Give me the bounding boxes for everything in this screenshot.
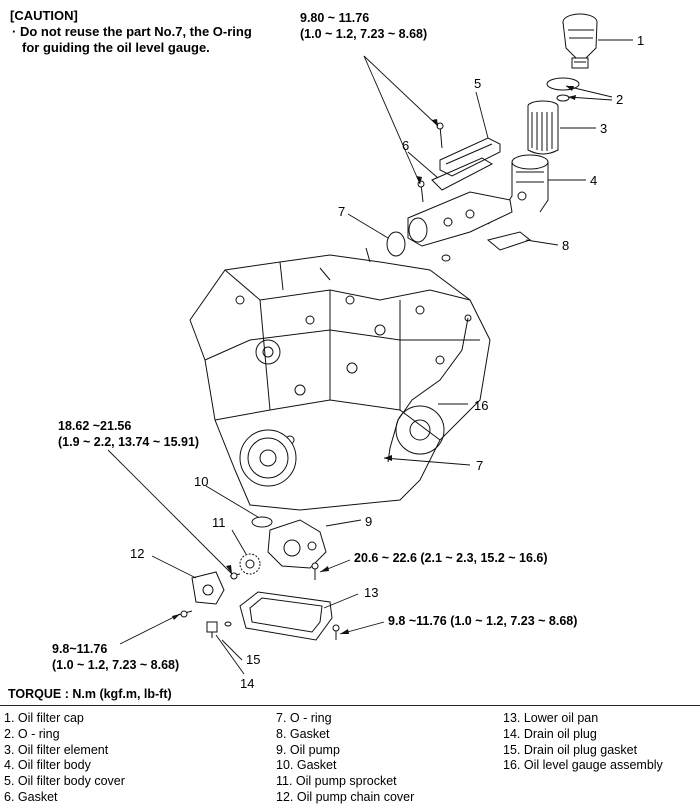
legend-item: 13. Lower oil pan — [503, 711, 599, 725]
legend-item: 16. Oil level gauge assembly — [503, 758, 663, 773]
divider — [0, 705, 700, 706]
torque-conversion: (1.0 ~ 1.2, 7.23 ~ 8.68) — [300, 27, 428, 41]
callout-3: 3 — [600, 121, 607, 136]
legend-item: 3. Oil filter element — [4, 742, 109, 757]
callout-9: 9 — [365, 514, 372, 529]
callout-8: 8 — [562, 238, 569, 253]
torque-drain-plug: 9.8~11.76 (1.0 ~ 1.2, 7.23 ~ 8.68) — [52, 641, 179, 673]
torque-filter-cover-bolts: 9.80 ~ 11.76 (1.0 ~ 1.2, 7.23 ~ 8.68) — [300, 10, 427, 42]
arrow-heads — [172, 86, 576, 634]
legend-item: 9. Oil pump — [276, 742, 340, 757]
bolt-part-chain-cover — [229, 572, 241, 580]
oil-pump-chain-cover-part — [191, 571, 225, 605]
callout-2: 2 — [616, 92, 623, 107]
bolt-part-oil-pan — [332, 624, 340, 640]
caution-line-2: for guiding the oil level gauge. — [22, 40, 210, 55]
torque-conversion: (1.9 ~ 2.2, 13.74 ~ 15.91) — [58, 435, 200, 449]
callout-12: 12 — [130, 546, 144, 561]
legend-item: 2. O - ring — [4, 726, 60, 741]
torque-value: 9.80 ~ 11.76 — [300, 11, 370, 25]
legend-column-3: 13. Lower oil pan 14. Drain oil plug 15.… — [503, 711, 663, 774]
torque-value: 9.8~11.76 — [52, 642, 108, 656]
callout-7b: 7 — [476, 458, 483, 473]
torque-value: 18.62 ~21.56 — [58, 419, 132, 433]
oil-housing-part — [407, 191, 513, 247]
torque-chain-cover-bolts: 18.62 ~21.56 (1.9 ~ 2.2, 13.74 ~ 15.91) — [58, 418, 199, 450]
bolt-part-upper — [436, 122, 444, 149]
callout-11: 11 — [212, 515, 226, 530]
oil-filter-body-cover-part — [439, 137, 501, 177]
legend-item: 10. Gasket — [276, 758, 337, 773]
callout-15: 15 — [246, 652, 260, 667]
drain-oil-plug-part — [206, 621, 218, 638]
legend-column-2: 7. O - ring 8. Gasket 9. Oil pump 10. Ga… — [276, 711, 414, 806]
callout-14: 14 — [240, 676, 254, 691]
callout-4: 4 — [590, 173, 597, 188]
legend-item: 7. O - ring — [276, 711, 332, 725]
crankshaft-pulley — [239, 429, 297, 487]
o-ring-part-lower — [556, 94, 570, 102]
callout-13: 13 — [364, 585, 378, 600]
callout-7a: 7 — [338, 204, 345, 219]
legend-item: 6. Gasket — [4, 789, 58, 804]
legend-item: 12. Oil pump chain cover — [276, 789, 415, 804]
legend-item: 5. Oil filter body cover — [4, 774, 125, 789]
oil-system-exploded-diagram: 1 2 3 4 5 6 7 8 16 7 10 11 9 12 13 15 14 — [107, 13, 644, 691]
bolt-part-pump — [311, 562, 319, 580]
o-ring-part-upper — [546, 77, 580, 91]
o-ring-part-7 — [386, 231, 406, 257]
oil-level-gauge-part — [387, 317, 469, 463]
drain-plug-gasket-part — [224, 621, 232, 627]
caution-note: [CAUTION] · Do not reuse the part No.7, … — [10, 8, 252, 56]
callout-5: 5 — [474, 76, 481, 91]
callout-16: 16 — [474, 398, 488, 413]
torque-conversion: (1.0 ~ 1.2, 7.23 ~ 8.68) — [52, 658, 180, 672]
torque-unit-label: TORQUE : N.m (kgf.m, lb-ft) — [8, 687, 172, 701]
oil-pump-part — [267, 519, 327, 569]
legend-item: 11. Oil pump sprocket — [276, 774, 397, 789]
legend-column-1: 1. Oil filter cap 2. O - ring 3. Oil fil… — [4, 711, 125, 806]
oil-filter-element-part — [527, 100, 559, 155]
bolt-part-mid — [417, 180, 425, 203]
torque-oil-pump-bolts: 20.6 ~ 22.6 (2.1 ~ 2.3, 15.2 ~ 16.6) — [354, 551, 548, 565]
callout-10: 10 — [194, 474, 208, 489]
leader-lines — [107, 39, 633, 675]
legend-item: 15. Drain oil plug gasket — [503, 742, 638, 757]
bolt-part-left — [177, 610, 193, 618]
engine-block — [189, 247, 491, 511]
legend-item: 4. Oil filter body — [4, 758, 91, 773]
caution-line-1: · Do not reuse the part No.7, the O-ring — [12, 24, 252, 39]
callout-1: 1 — [637, 33, 644, 48]
oil-pump-sprocket-part — [239, 553, 261, 575]
gasket-part-10 — [251, 516, 273, 528]
legend-item: 14. Drain oil plug — [503, 726, 597, 741]
gasket-part-8 — [486, 231, 532, 251]
legend-item: 1. Oil filter cap — [4, 711, 84, 725]
lower-oil-pan-part — [239, 591, 333, 641]
legend-item: 8. Gasket — [276, 726, 330, 741]
callout-6: 6 — [402, 138, 409, 153]
oil-filter-cap-part — [562, 13, 598, 69]
gasket-part-6 — [431, 157, 494, 191]
caution-title: [CAUTION] — [10, 8, 78, 23]
torque-oil-pan-bolts: 9.8 ~11.76 (1.0 ~ 1.2, 7.23 ~ 8.68) — [388, 614, 578, 628]
